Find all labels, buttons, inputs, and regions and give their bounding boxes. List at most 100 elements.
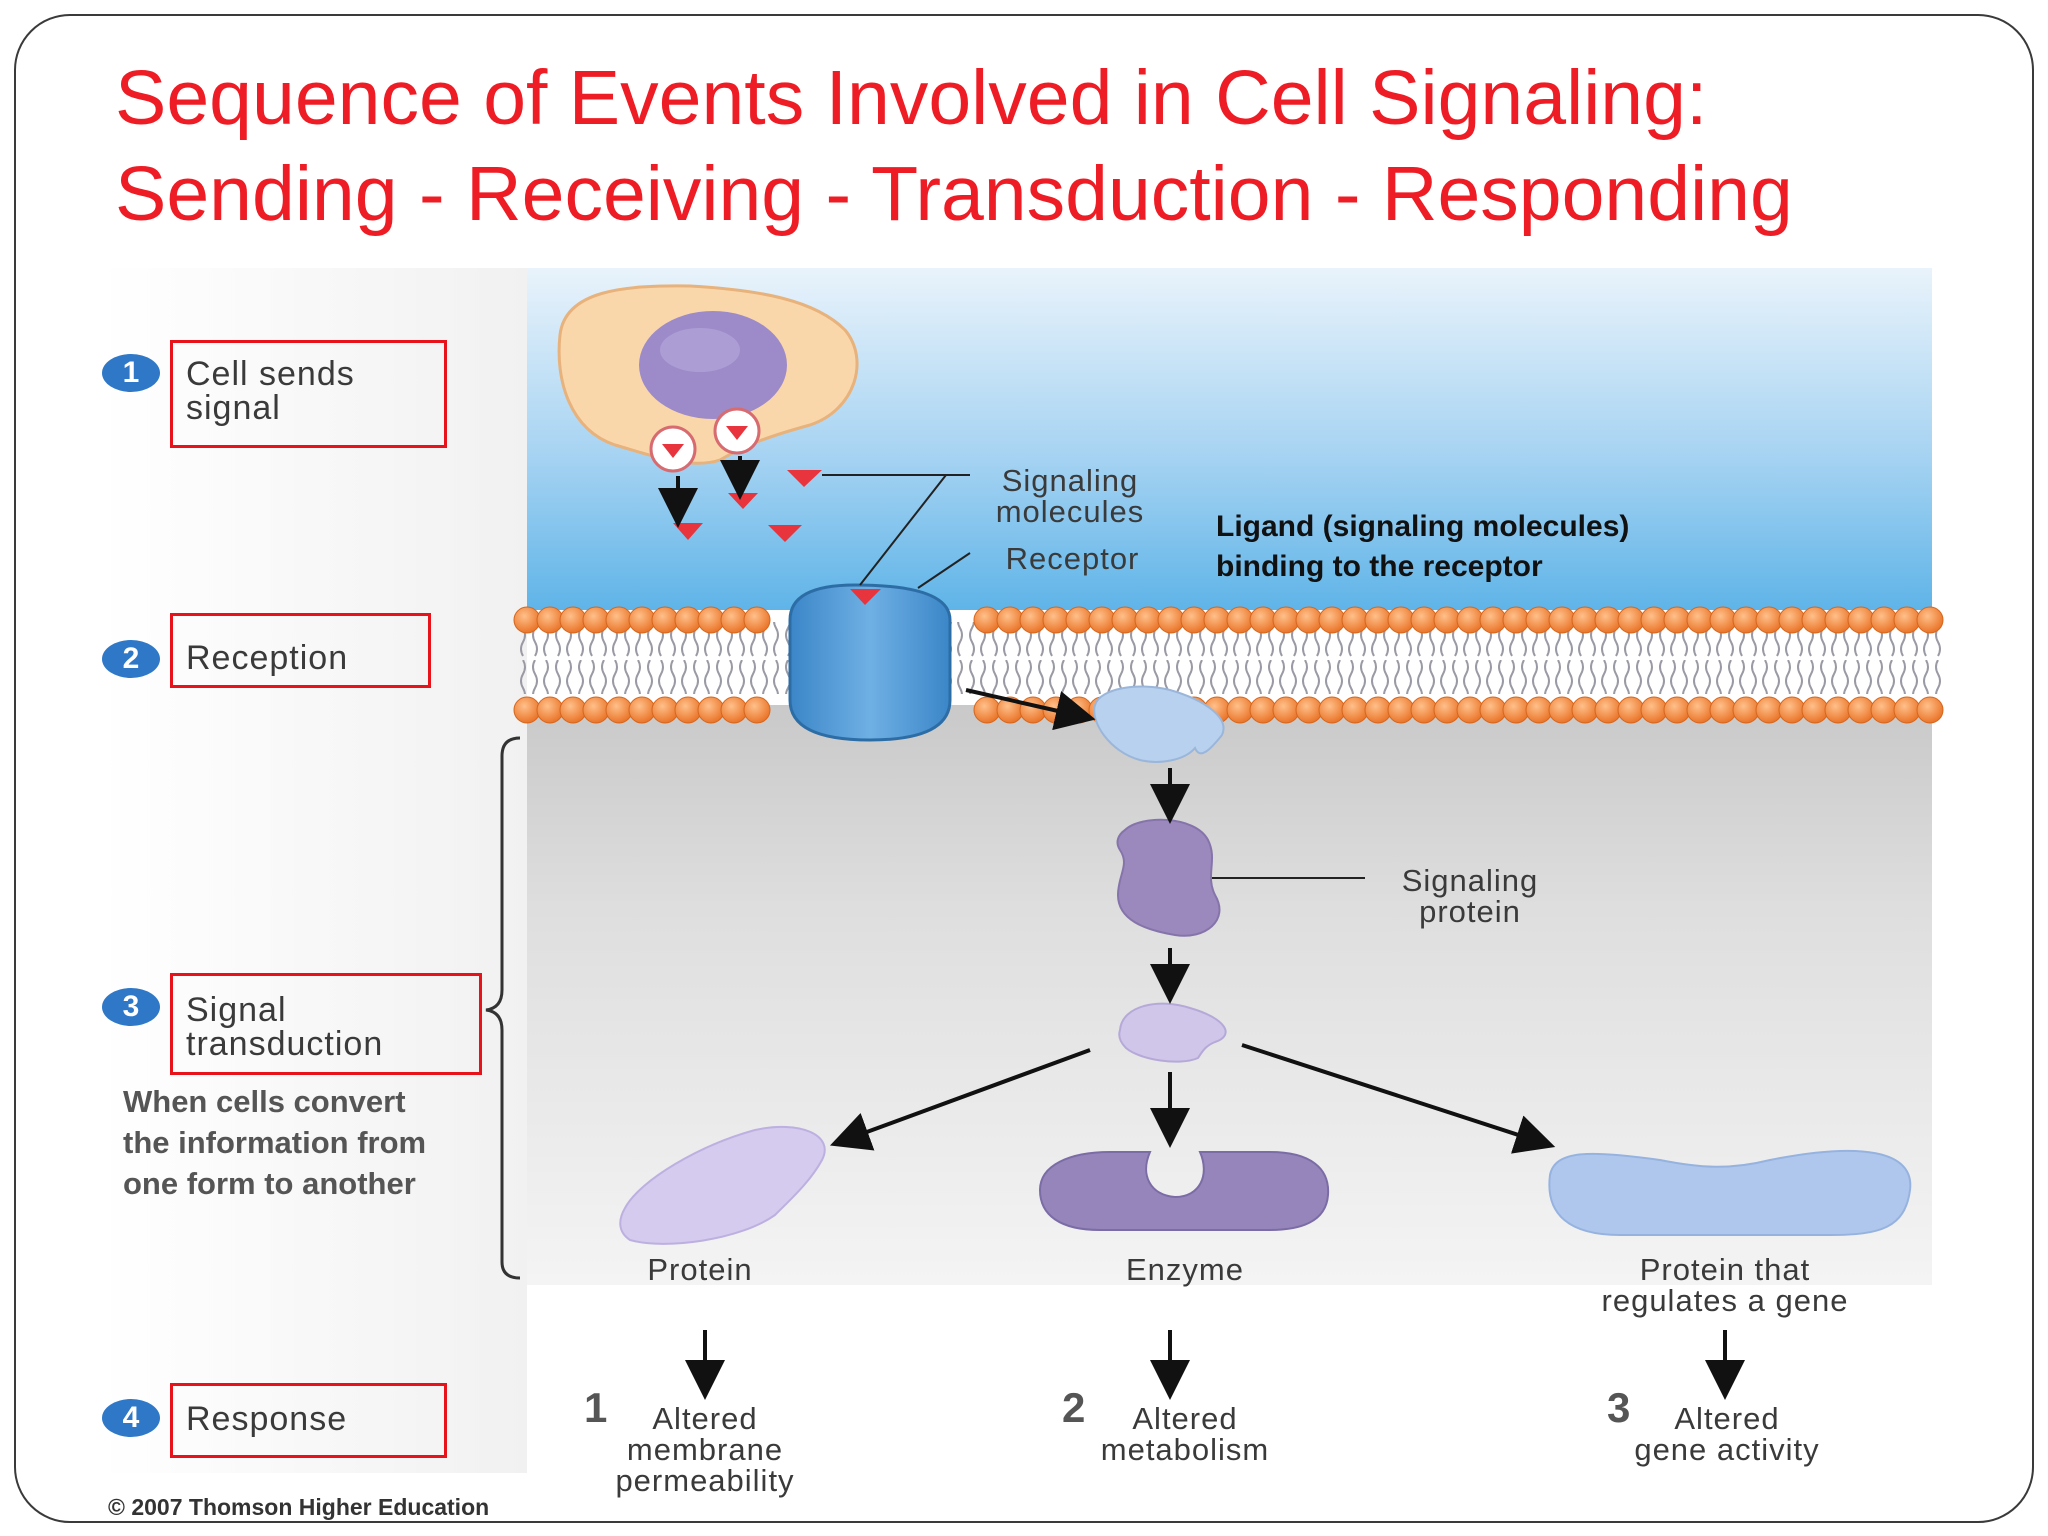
phospholipid-head [628,606,656,634]
ligand-annotation-line-2: binding to the receptor [1216,550,1543,583]
phospholipid-head [1640,606,1668,634]
phospholipid-head [1364,606,1392,634]
phospholipid-head [1594,696,1622,724]
step-4-badge: 4 [102,1399,160,1437]
protein-label: Protein [647,1252,753,1287]
phospholipid-head [674,606,702,634]
phospholipid-head [743,696,771,724]
phospholipid-head [1801,696,1829,724]
phospholipid-head [1502,696,1530,724]
phospholipid-head [1663,606,1691,634]
gene-regulator-label-line-2: regulates a gene [1601,1283,1849,1318]
phospholipid-head [651,696,679,724]
ligand-annotation-line-1: Ligand (signaling molecules) [1216,510,1630,543]
step-3-label-line-2: transduction [186,1025,384,1063]
phospholipid-head [582,606,610,634]
phospholipid-head [1663,696,1691,724]
phospholipid-head [1778,606,1806,634]
phospholipid-head [1318,696,1346,724]
ligand-annotation: Ligand (signaling molecules) binding to … [1216,507,1629,587]
phospholipid-head [1525,606,1553,634]
title-line-1: Sequence of Events Involved in Cell Sign… [115,55,1708,141]
transduction-annotation-line-2: the information from [123,1125,427,1160]
phospholipid-head [1019,696,1047,724]
phospholipid-head [1019,606,1047,634]
phospholipid-head [1617,606,1645,634]
phospholipid-head [697,696,725,724]
step-3-label: Signal transduction [186,993,383,1061]
gene-regulatory-protein [1548,1149,1912,1236]
phospholipid-head [1479,606,1507,634]
step-1-box [170,340,447,448]
phospholipid-head [1847,606,1875,634]
phospholipid-head [1709,606,1737,634]
response-2-line-1: Altered [1132,1401,1238,1436]
response-3: Altered gene activity [1572,1403,1882,1465]
phospholipid-head [1870,606,1898,634]
phospholipid-head [1732,696,1760,724]
response-3-line-2: gene activity [1634,1432,1820,1467]
phospholipid-head [628,696,656,724]
response-3-number: 3 [1607,1384,1631,1431]
response-2: Altered metabolism [1035,1403,1335,1465]
phospholipid-head [697,606,725,634]
signaling-molecules-label-line-2: molecules [995,494,1145,529]
phospholipid-head [1847,696,1875,724]
phospholipid-head [1571,696,1599,724]
phospholipid-head [1640,696,1668,724]
phospholipid-head [1226,696,1254,724]
step-4-label: Response [186,1400,348,1438]
phospholipid-head [1525,696,1553,724]
step-3-label-line-1: Signal [186,991,287,1029]
phospholipid-head [1410,696,1438,724]
response-1-line-2: membrane [626,1432,784,1467]
phospholipid-head [1157,606,1185,634]
response-3-line-1: Altered [1674,1401,1780,1436]
phospholipid-head [1341,696,1369,724]
membrane-tails [517,622,1945,694]
phospholipid-head [1341,606,1369,634]
signaling-protein-label-line-2: protein [1419,894,1521,929]
phospholipid-head [513,606,541,634]
phospholipid-head [1571,606,1599,634]
gene-regulator-label-line-1: Protein that [1639,1252,1811,1287]
phospholipid-head [1548,696,1576,724]
phospholipid-head [1180,606,1208,634]
phospholipid-head [973,696,1001,724]
phospholipid-head [1111,606,1139,634]
phospholipid-head [1778,696,1806,724]
phospholipid-head [1479,696,1507,724]
enzyme-label: Enzyme [1126,1252,1244,1287]
phospholipid-head [1456,696,1484,724]
signaling-molecules-label-line-1: Signaling [1001,463,1139,498]
phospholipid-head [1916,606,1944,634]
phospholipid-head [1134,606,1162,634]
phospholipid-head [536,606,564,634]
transduction-bracket [485,736,521,1280]
title-line-2: Sending - Receiving - Transduction - Res… [115,151,1793,237]
phospholipid-head [1732,606,1760,634]
response-1: Altered membrane permeability [555,1403,855,1496]
phospholipid-head [1387,606,1415,634]
phospholipid-head [1226,606,1254,634]
phospholipid-head [1065,696,1093,724]
transduction-annotation: When cells convert the information from … [123,1081,426,1204]
signaling-molecules-label: Signaling molecules [960,465,1180,527]
step-2-label: Reception [186,639,349,677]
receptor-protein [788,583,952,742]
phospholipid-head [973,606,1001,634]
phospholipid-head [1272,696,1300,724]
phospholipid-head [1249,606,1277,634]
phospholipid-head [674,696,702,724]
copyright: © 2007 Thomson Higher Education [108,1494,490,1520]
phospholipid-head [1801,606,1829,634]
phospholipid-head [605,606,633,634]
phospholipid-head [1364,696,1392,724]
phospholipid-head [536,696,564,724]
step-3-badge: 3 [102,988,160,1026]
phospholipid-head [1295,696,1323,724]
phospholipid-head [1893,696,1921,724]
phospholipid-head [1893,606,1921,634]
phospholipid-head [1870,696,1898,724]
